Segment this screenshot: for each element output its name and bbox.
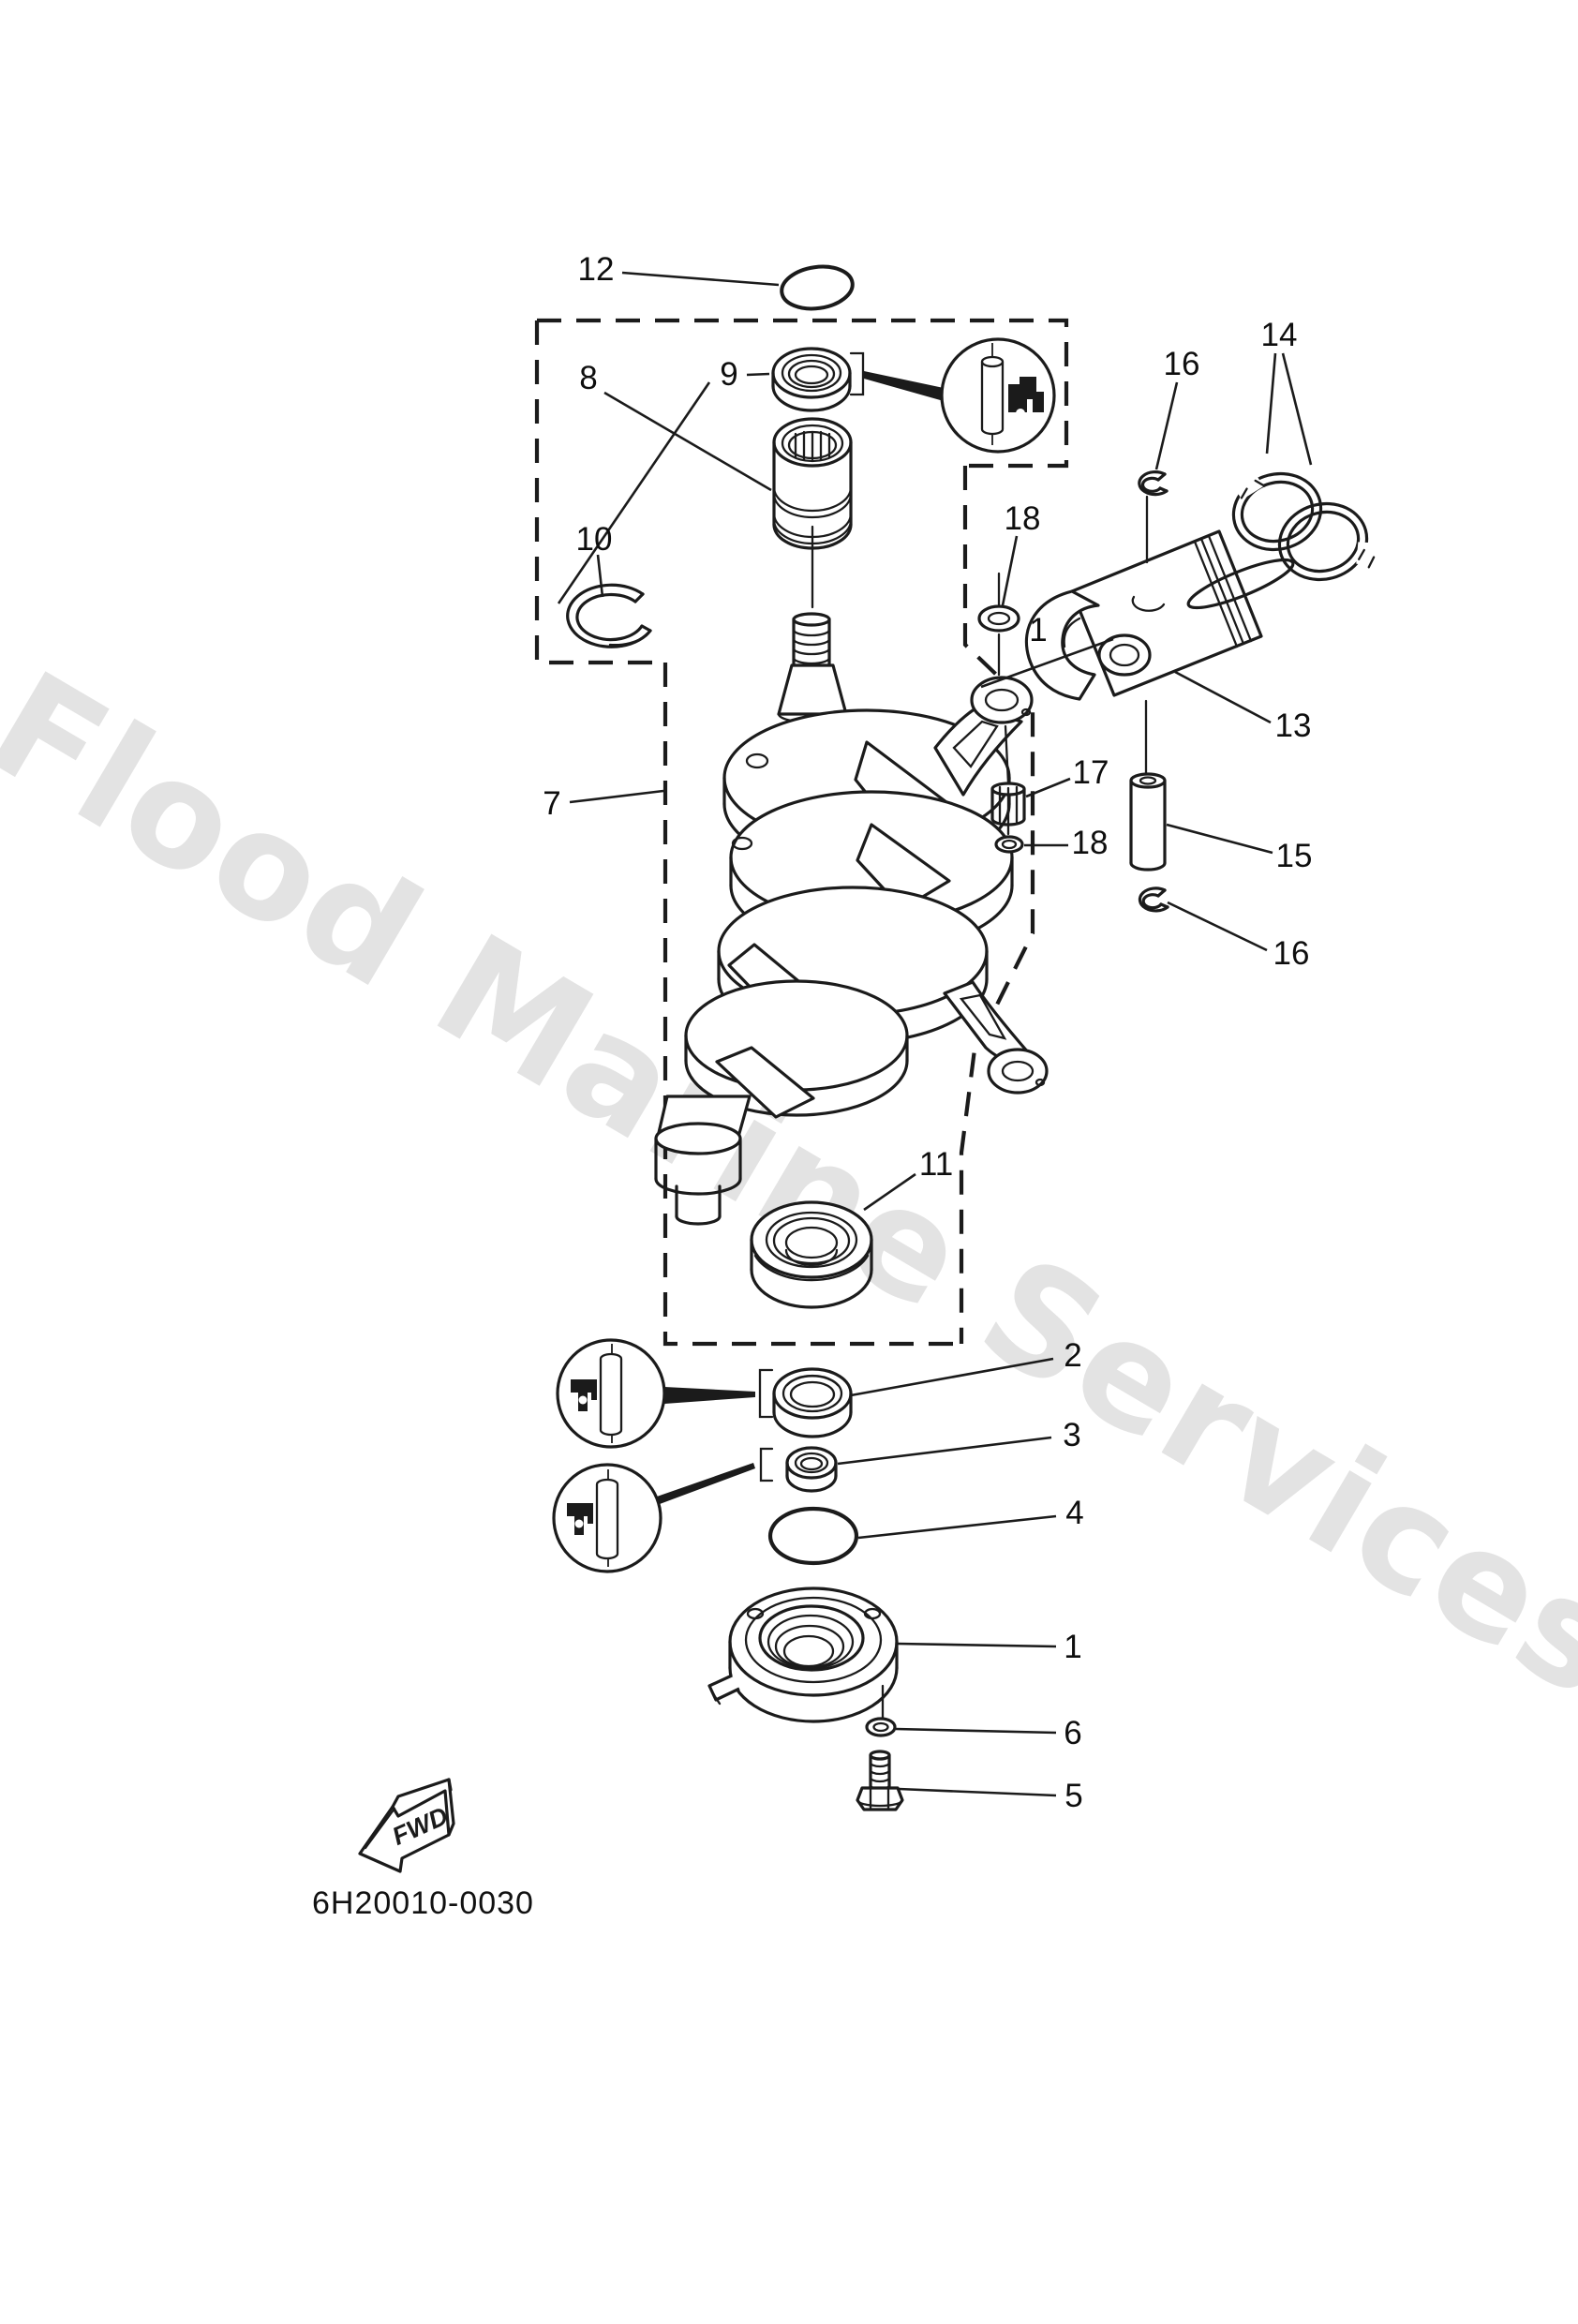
callout-9: 9 bbox=[720, 356, 770, 393]
callout-6: 6 bbox=[895, 1715, 1082, 1751]
crankshaft-7 bbox=[654, 525, 1049, 1226]
part-number-label: 15 bbox=[1276, 838, 1313, 874]
callout-17: 17 bbox=[1025, 754, 1109, 798]
callout-15: 15 bbox=[1166, 823, 1313, 874]
callout-1: 1 bbox=[980, 612, 1114, 689]
seal-3 bbox=[759, 1446, 838, 1493]
part-number-label: 7 bbox=[543, 785, 560, 822]
bracket-2 bbox=[758, 1368, 774, 1419]
part-number-label: 1 bbox=[1064, 1629, 1081, 1665]
callout-4: 4 bbox=[857, 1495, 1084, 1540]
part-number-label: 10 bbox=[576, 521, 613, 558]
fwd-arrow: FWD bbox=[358, 1778, 455, 1873]
oil-seal-2 bbox=[758, 1367, 853, 1438]
part-number-label: 2 bbox=[1064, 1337, 1081, 1374]
needle-cage-17 bbox=[990, 724, 1026, 836]
callout-10: 10 bbox=[576, 521, 613, 598]
part-number-label: 3 bbox=[1063, 1417, 1080, 1453]
part-number-label: 5 bbox=[1064, 1778, 1082, 1814]
bracket-3 bbox=[759, 1447, 774, 1482]
piston-rings-14 bbox=[1228, 466, 1382, 582]
piston-13 bbox=[1024, 495, 1295, 778]
detail-circle-bottom bbox=[552, 1463, 755, 1573]
callout-14: 14 bbox=[1261, 317, 1313, 466]
part-number-label: 13 bbox=[1275, 708, 1312, 744]
part-number-label: 18 bbox=[1072, 825, 1109, 861]
callout-8: 8 bbox=[557, 360, 772, 604]
callout-18: 18 bbox=[1001, 500, 1041, 606]
seal-section-glyph bbox=[571, 1379, 597, 1411]
part-number-label: 6 bbox=[1064, 1715, 1081, 1751]
callout-13: 13 bbox=[1174, 670, 1312, 744]
callout-16: 16 bbox=[1167, 901, 1310, 972]
group-box-crankshaft bbox=[662, 466, 1035, 1347]
part-number-label: 11 bbox=[919, 1146, 953, 1183]
part-code: 6H20010-0030 bbox=[312, 1885, 534, 1921]
part-number-label: 12 bbox=[578, 251, 615, 288]
detail-circle-middle bbox=[556, 1338, 755, 1449]
detail-arrow-top bbox=[864, 371, 944, 401]
callout-3: 3 bbox=[837, 1417, 1081, 1466]
callout-16: 16 bbox=[1154, 346, 1200, 470]
detail-arrow-bottom bbox=[657, 1463, 755, 1504]
seal-section-glyph bbox=[567, 1503, 593, 1535]
part-number-label: 14 bbox=[1261, 317, 1298, 353]
part-number-label: 16 bbox=[1273, 935, 1310, 972]
bracket-9 bbox=[849, 351, 865, 396]
part-number-label: 16 bbox=[1164, 346, 1200, 382]
piston-pin-15 bbox=[1129, 772, 1167, 872]
oil-seal-9 bbox=[771, 347, 865, 412]
clip-16-upper bbox=[1138, 470, 1169, 497]
o-ring-4 bbox=[767, 1506, 859, 1566]
washer-18-lower bbox=[994, 835, 1024, 854]
callout-2: 2 bbox=[850, 1337, 1082, 1397]
detail-circle-top bbox=[864, 337, 1056, 454]
part-number-label: 4 bbox=[1065, 1495, 1083, 1531]
o-ring-12 bbox=[780, 264, 855, 311]
detail-arrow-middle bbox=[664, 1387, 755, 1404]
housing-1 bbox=[707, 1587, 899, 1723]
callout-1: 1 bbox=[897, 1629, 1082, 1665]
part-number-label: 9 bbox=[720, 356, 737, 393]
callout-12: 12 bbox=[578, 251, 780, 288]
callout-11: 11 bbox=[863, 1146, 953, 1212]
clip-16-lower bbox=[1138, 886, 1169, 913]
part-number-label: 18 bbox=[1005, 500, 1041, 537]
ball-bearing-11 bbox=[750, 1200, 873, 1309]
part-number-label: 17 bbox=[1073, 754, 1109, 791]
bolt-5 bbox=[856, 1750, 904, 1811]
circlip-10 bbox=[566, 583, 652, 648]
part-number-label: 1 bbox=[1029, 612, 1047, 648]
bearing-8 bbox=[772, 417, 853, 550]
seal-section-glyph bbox=[1008, 377, 1044, 412]
callout-18: 18 bbox=[1024, 825, 1108, 861]
washer-18-upper bbox=[977, 572, 1020, 677]
callout-5: 5 bbox=[898, 1778, 1083, 1814]
washer-6 bbox=[865, 1684, 897, 1737]
callout-7: 7 bbox=[543, 785, 664, 822]
group-box-upper bbox=[534, 318, 1069, 665]
part-number-label: 8 bbox=[579, 360, 597, 396]
